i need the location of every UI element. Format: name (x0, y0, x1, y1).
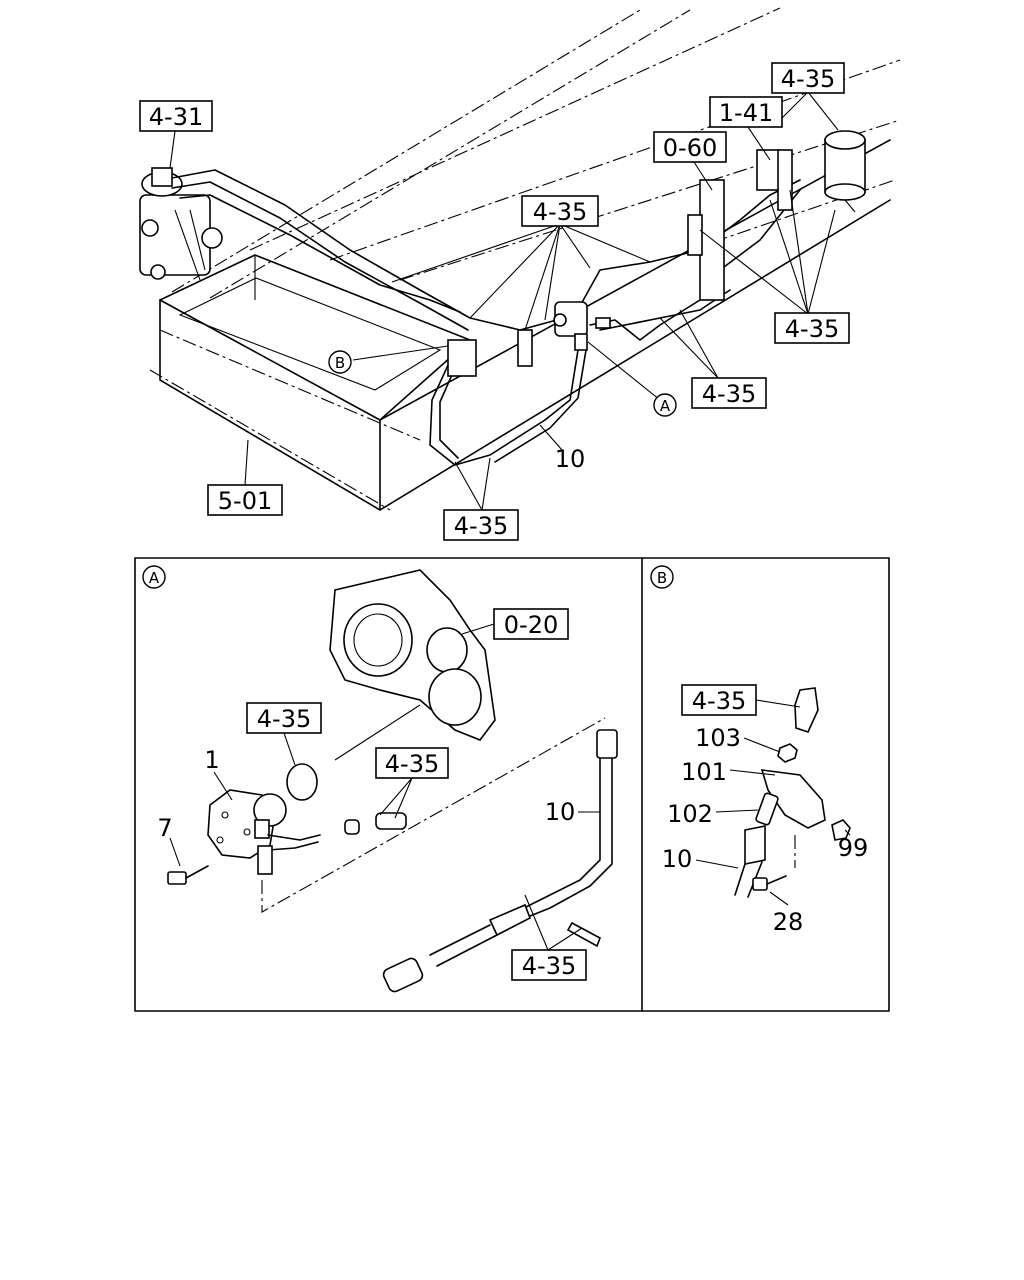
callout-label: 4-35 (533, 198, 587, 226)
steering-gear (139, 167, 223, 281)
gear-case-plate (329, 569, 496, 741)
callout-label: 4-35 (257, 705, 311, 733)
bolt-28 (752, 877, 768, 891)
callout-0-60: 0-60 (653, 131, 727, 163)
callout-4-31: 4-31 (139, 100, 213, 132)
marker-label: B (335, 354, 345, 372)
marker-b: B (328, 350, 352, 374)
callout-0-20: 0-20 (493, 608, 569, 640)
callout-label: 4-31 (149, 103, 203, 131)
brackets (447, 149, 793, 377)
callout-label: 4-35 (522, 952, 576, 980)
callout-label: 5-01 (218, 487, 272, 515)
marker-label: A (149, 569, 160, 587)
o-ring (286, 763, 318, 801)
callout-label: 1-41 (719, 99, 773, 127)
callout-label: 4-35 (702, 380, 756, 408)
part-label-103: 103 (695, 724, 741, 752)
part-label-1: 1 (204, 746, 219, 774)
callout-label: 4-35 (692, 687, 746, 715)
part-label-102: 102 (667, 800, 713, 828)
detail-b: B 4-35 103 (650, 565, 869, 936)
bolt-7 (167, 865, 209, 885)
callout-label: 4-35 (785, 315, 839, 343)
part-label-28: 28 (773, 908, 804, 936)
part-label-7: 7 (157, 814, 172, 842)
callout-4-35-mid: 4-35 (691, 377, 767, 409)
detail-a: A (142, 565, 618, 993)
detail-pump (207, 789, 407, 875)
connector-102 (755, 792, 779, 826)
marker-a-detail: A (142, 565, 166, 589)
oil-reservoir (824, 130, 866, 213)
hose-end-10 (744, 825, 766, 865)
callout-4-35-fittings: 4-35 (375, 747, 449, 779)
callout-1-41: 1-41 (709, 96, 783, 128)
main-callouts: 4-31 4-35 1-41 0-60 4-35 4-35 (139, 62, 850, 541)
main-leaders (169, 91, 839, 511)
callout-4-35-right: 4-35 (774, 312, 850, 344)
part-label-99: 99 (838, 834, 869, 862)
nut-103 (777, 743, 798, 763)
callout-4-35-bottom: 4-35 (443, 509, 519, 541)
detail-panels (134, 557, 890, 1012)
part-label-10: 10 (662, 845, 693, 873)
callout-4-35-hose: 4-35 (511, 949, 587, 981)
detail-b-leaders (695, 699, 851, 906)
main-view: 4-31 4-35 1-41 0-60 4-35 4-35 (139, 7, 901, 541)
detail-b-parts (734, 687, 851, 898)
callout-label: 4-35 (385, 750, 439, 778)
callout-label: 0-60 (663, 134, 717, 162)
marker-label: A (660, 397, 671, 415)
callout-4-35-b: 4-35 (681, 684, 757, 716)
marker-label: B (657, 569, 667, 587)
fitting-4-35 (794, 687, 819, 733)
marker-a: A (653, 393, 677, 417)
part-label-101: 101 (681, 758, 727, 786)
callout-label: 4-35 (781, 65, 835, 93)
callout-5-01: 5-01 (207, 484, 283, 516)
part-label-10: 10 (545, 798, 576, 826)
oil-pump (553, 301, 611, 351)
callout-4-35-top: 4-35 (521, 195, 599, 227)
detail-a-leaders (169, 623, 600, 951)
callout-4-35-oring: 4-35 (246, 702, 322, 734)
callout-label: 4-35 (454, 512, 508, 540)
callout-4-35-reservoir: 4-35 (771, 62, 845, 94)
part-label-10: 10 (555, 445, 586, 473)
hose-10-detail (382, 729, 618, 993)
marker-b-detail: B (650, 565, 674, 589)
callout-label: 0-20 (504, 611, 558, 639)
